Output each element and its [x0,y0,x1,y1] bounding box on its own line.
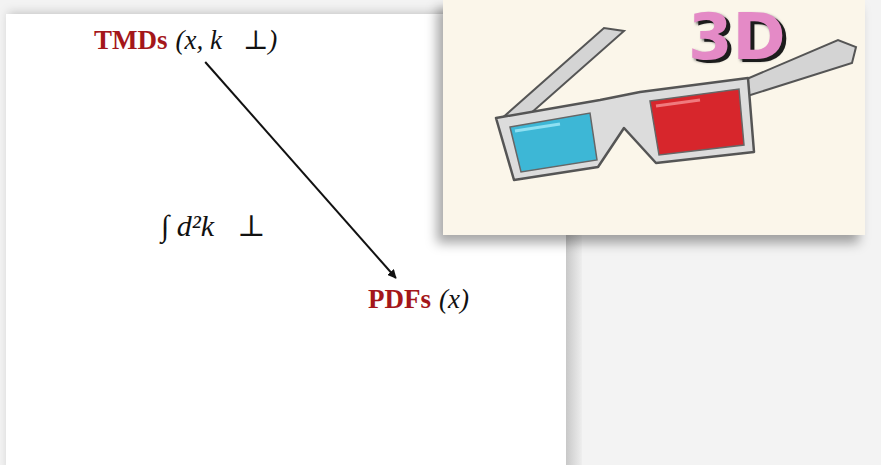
red-lens [650,89,744,155]
lens-glint [515,124,560,131]
term-name: TMDs [94,25,168,55]
cyan-lens [510,113,597,172]
term-node: TMDs (x, k⃗⊥) [88,20,283,60]
term-name: PDFs [368,284,431,314]
lens-glint [656,100,700,106]
term-variables: (x) [439,284,469,314]
term-variables: (x, k⃗⊥) [176,25,278,55]
glasses-card [443,0,865,235]
integration-arrow [205,62,396,278]
panel-shadow [566,235,582,465]
integral-label: ∫ d²k⃗⊥ [158,208,269,243]
glasses-frame [496,78,754,180]
glasses-caption: 3D [688,0,786,74]
card-ground [443,0,865,235]
term-node: PDFs (x) [362,280,475,319]
